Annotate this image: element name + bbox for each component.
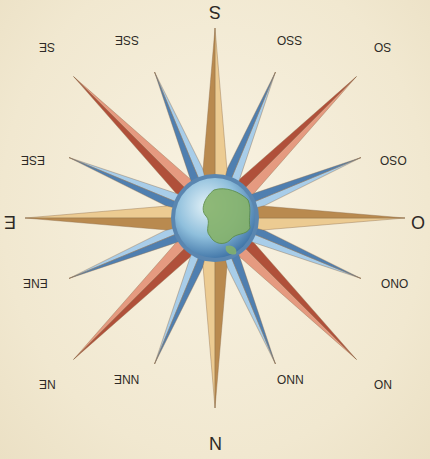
direction-label: NO [374,378,392,390]
direction-label: OSO [380,154,407,166]
direction-label: NNO [277,373,304,385]
globe-sphere [175,178,255,258]
direction-label: ONO [381,277,408,289]
globe-ring [171,174,259,262]
direction-label: SE [39,41,55,53]
cardinal-label: O [411,213,425,231]
globe-land [226,245,237,254]
globe-land [203,189,250,244]
globe [171,174,259,262]
rose-arms [25,28,405,408]
direction-label: NNE [114,373,139,385]
direction-label: ESE [21,154,45,166]
direction-label: SSE [115,34,139,46]
cardinal-label: N [209,434,222,452]
cardinal-label: E [4,213,16,231]
direction-label: SO [374,41,391,53]
cardinal-label: S [209,3,221,21]
direction-label: NE [39,378,56,390]
direction-label: ENE [23,277,48,289]
direction-label: SSO [277,34,302,46]
